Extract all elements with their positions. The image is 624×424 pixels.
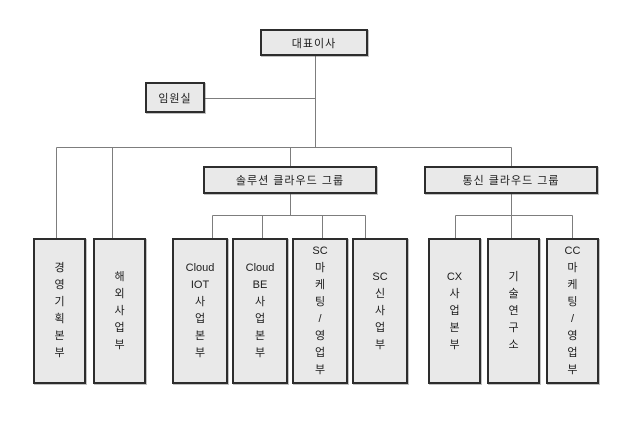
org-box-solution-cloud-group: 솔루션 클라우드 그룹 (203, 166, 377, 194)
org-box-dept-sc-new-business: SC 신 사 업 부 (352, 238, 408, 384)
org-box-dept-technology-research-institute: 기 술 연 구 소 (487, 238, 540, 384)
org-box-telecom-cloud-group: 통신 클라우드 그룹 (424, 166, 598, 194)
org-box-dept-management-planning-hq: 경 영 기 획 본 부 (33, 238, 86, 384)
org-box-executive-office: 임원실 (145, 82, 205, 113)
org-box-dept-sc-marketing-sales: SC 마 케 팅 / 영 업 부 (292, 238, 348, 384)
org-box-dept-cloud-iot-business-hq: Cloud IOT 사 업 본 부 (172, 238, 228, 384)
org-box-dept-cc-marketing-sales: CC 마 케 팅 / 영 업 부 (546, 238, 599, 384)
org-box-ceo: 대표이사 (260, 29, 368, 56)
org-box-dept-overseas-business: 해 외 사 업 부 (93, 238, 146, 384)
org-box-dept-cx-business-hq: CX 사 업 본 부 (428, 238, 481, 384)
org-box-dept-cloud-be-business-hq: Cloud BE 사 업 본 부 (232, 238, 288, 384)
